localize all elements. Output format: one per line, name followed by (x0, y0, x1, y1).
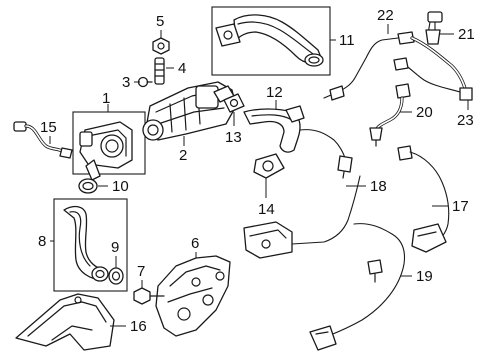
callout-7: 7 (137, 263, 145, 280)
nox-sensor-17 (397, 145, 450, 253)
callout-1: 1 (102, 90, 110, 107)
sensor-20 (369, 83, 411, 147)
gasket-10 (78, 178, 98, 194)
heat-shield-16 (15, 293, 115, 351)
stud-4 (154, 57, 165, 85)
callout-2: 2 (179, 147, 187, 164)
callout-3: 3 (122, 74, 130, 91)
callout-10: 10 (112, 178, 129, 195)
connector-21 (425, 11, 443, 45)
callout-17: 17 (452, 198, 469, 215)
callout-box-1 (72, 111, 146, 175)
callout-18: 18 (370, 178, 387, 195)
callout-22: 22 (377, 7, 394, 24)
egr-upper-pipe (215, 14, 324, 67)
callout-8: 8 (38, 233, 46, 250)
callout-6: 6 (191, 235, 199, 252)
callout-20: 20 (416, 104, 433, 121)
egr-cooler (142, 81, 237, 141)
callout-box-11 (211, 6, 331, 76)
callout-9: 9 (111, 239, 119, 256)
callout-15: 15 (40, 119, 57, 136)
bracket-6 (155, 255, 231, 337)
gasket-13 (223, 93, 245, 113)
nut-5 (152, 37, 170, 55)
callout-4: 4 (178, 60, 186, 77)
egr-lower-pipe (63, 205, 109, 282)
callout-11: 11 (339, 32, 355, 49)
gasket-14 (253, 153, 285, 179)
sensor-19 (309, 223, 406, 351)
temp-sensor-15 (13, 121, 73, 159)
egr-valve (79, 121, 133, 181)
callout-21: 21 (458, 26, 475, 43)
harness-23 (393, 36, 473, 101)
bolt-3 (137, 76, 153, 88)
callout-14: 14 (258, 201, 275, 218)
callout-12: 12 (266, 84, 283, 101)
callout-23: 23 (457, 112, 474, 129)
egr-tube (243, 105, 305, 153)
callout-13: 13 (225, 129, 242, 146)
nox-sensor-18 (243, 129, 361, 259)
callout-box-8 (53, 198, 128, 292)
callout-5: 5 (156, 13, 164, 30)
callout-16: 16 (130, 318, 147, 335)
callout-19: 19 (416, 268, 433, 285)
gasket-9 (108, 267, 124, 285)
sensor-22 (323, 31, 415, 101)
